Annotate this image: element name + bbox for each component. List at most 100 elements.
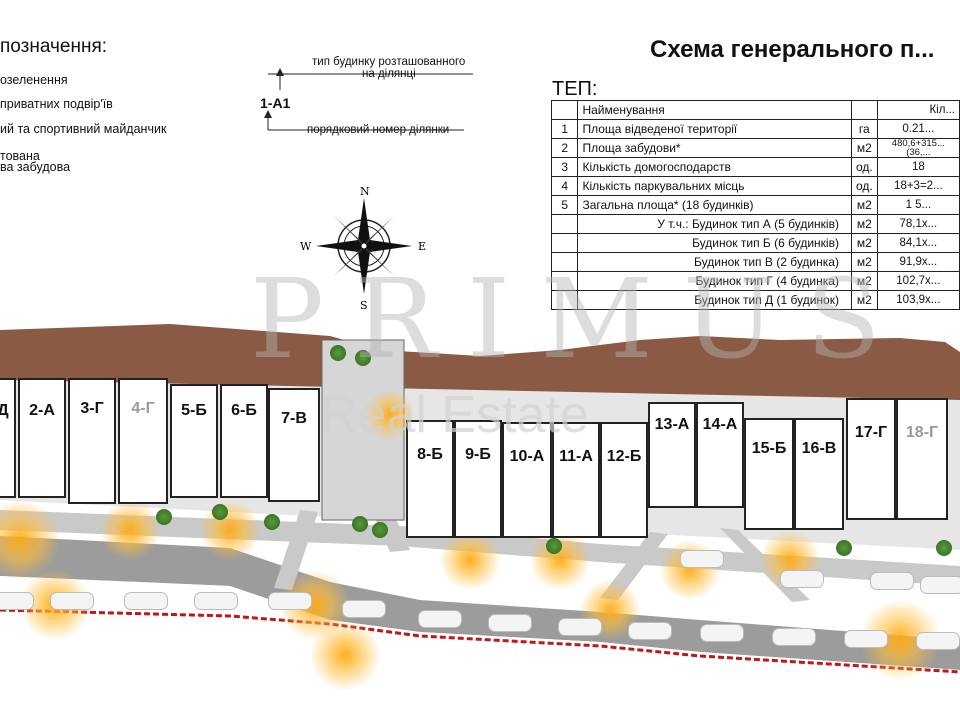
lot-label: 6-Б [231, 402, 257, 419]
lot: 12-Б [600, 422, 648, 538]
tep-cell-value: 0.21... [876, 119, 960, 139]
lot-label: 3-Г [80, 400, 104, 417]
tep-cell-name: Кількість паркувальних місць [577, 176, 852, 196]
tep-cell-value-line1: 480,6+315... [891, 138, 945, 149]
lot: 8-Б [406, 420, 454, 538]
key-type-text-1: тип будинку розташованного [312, 56, 466, 68]
legend-title: позначення: [0, 36, 108, 57]
lot: 13-А [648, 402, 696, 508]
tree [836, 540, 852, 556]
tep-cell-value: 102,7х... [876, 271, 960, 291]
tep-cell-num: 4 [550, 176, 579, 196]
page-title: Схема генерального п... [650, 36, 935, 63]
tep-cell-value: 91,9х... [876, 252, 960, 272]
lot: 5-Б [170, 384, 218, 498]
table-row: Будинок тип Д (1 будинок) м2 103,9х... [550, 290, 960, 310]
tep-cell-num [550, 290, 579, 310]
legend-item-yards: приватних подвір'їв [0, 97, 113, 111]
tep-table: Найменування Кіл... 1 Площа відведеної т… [550, 100, 960, 310]
car [124, 592, 168, 610]
tep-cell-value-line2: (36,... [906, 147, 931, 158]
tep-cell-unit: м2 [850, 138, 878, 158]
tep-cell-num: 2 [550, 138, 579, 158]
car [780, 570, 824, 588]
tep-cell-name: Будинок тип Б (6 будинків) [577, 233, 852, 253]
legend-item-buildings: ва забудова [0, 160, 71, 174]
tep-cell-unit: м2 [850, 233, 878, 253]
car [700, 624, 744, 642]
tree [352, 516, 368, 532]
tep-cell-value: 78,1х... [876, 214, 960, 234]
light-glow [530, 530, 590, 590]
lot: 17-Г [846, 398, 896, 520]
lot-label: 5-Б [181, 402, 207, 419]
tep-header-name: Найменування [577, 100, 852, 120]
lot: 4-Г [118, 378, 168, 504]
diagonal-path [274, 510, 318, 590]
car [342, 600, 386, 618]
lot: 18-Г [896, 398, 948, 520]
lot: 9-Б [454, 420, 502, 538]
car [558, 618, 602, 636]
key-arrows [264, 68, 473, 131]
tep-cell-name: У т.ч.: Будинок тип А (5 будинків) [577, 214, 852, 234]
table-row: У т.ч.: Будинок тип А (5 будинків) м2 78… [550, 214, 960, 234]
tep-cell-unit: га [850, 119, 878, 139]
tree [355, 350, 371, 366]
compass-n: N [360, 185, 370, 198]
compass-w: W [300, 240, 312, 253]
tep-cell-name: Площа відведеної території [577, 119, 852, 139]
lot-label: 4-Г [131, 400, 155, 417]
legend-item-playground: ий та спортивний майданчик [0, 122, 167, 136]
lot-label: 10-А [509, 448, 545, 465]
tep-cell-value: 103,9х... [876, 290, 960, 310]
tep-cell-unit: од. [850, 157, 878, 177]
lot-label: 8-Б [417, 446, 443, 463]
tep-cell-num: 5 [550, 195, 579, 215]
lot-label: 7-В [281, 410, 307, 427]
lot-label: 14-А [702, 416, 738, 433]
light-glow [100, 500, 160, 560]
lot-label: Д [0, 402, 9, 419]
tep-header-row: Найменування Кіл... [550, 100, 960, 120]
table-row: 5 Загальна площа* (18 будинків) м2 1 5..… [550, 195, 960, 215]
lot: 7-В [268, 388, 320, 502]
tree [546, 538, 562, 554]
lot: 3-Г [68, 378, 116, 504]
watermark-brand: PRIMUS [250, 255, 911, 383]
lot: Д [0, 378, 16, 498]
lot-label: 11-А [559, 448, 593, 465]
site-boundary [0, 608, 960, 674]
car [870, 572, 914, 590]
key-number-text: порядковий номер ділянки [307, 124, 450, 136]
light-glow [440, 530, 500, 590]
car [418, 610, 462, 628]
tep-cell-name: Площа забудови* [577, 138, 852, 158]
car [680, 550, 724, 568]
tep-cell-value: 480,6+315...(36,... [876, 138, 960, 158]
lot-label: 13-А [654, 416, 690, 433]
tep-cell-unit: м2 [850, 252, 878, 272]
tep-cell-num [550, 214, 579, 234]
tep-cell-name: Кількість домогосподарств [577, 157, 852, 177]
tree [212, 504, 228, 520]
car [772, 628, 816, 646]
lot: 6-Б [220, 384, 268, 498]
tep-header-unit [850, 100, 878, 120]
lot: 14-А [696, 402, 744, 508]
car [194, 592, 238, 610]
tep-title: ТЕП: [552, 78, 598, 100]
compass-rose: N S E W [300, 185, 426, 312]
tep-cell-unit: од. [850, 176, 878, 196]
tep-cell-value: 18+3=2... [876, 176, 960, 196]
light-glow [200, 500, 260, 560]
table-row: Будинок тип Г (4 будинка) м2 102,7х... [550, 271, 960, 291]
tree [156, 509, 172, 525]
lot-label: 18-Г [905, 424, 939, 441]
car [50, 592, 94, 610]
car [916, 632, 960, 650]
table-row: Будинок тип Б (6 будинків) м2 84,1х... [550, 233, 960, 253]
car [920, 576, 960, 594]
tep-cell-name: Будинок тип Д (1 будинок) [577, 290, 852, 310]
lot: 10-А [502, 422, 552, 538]
